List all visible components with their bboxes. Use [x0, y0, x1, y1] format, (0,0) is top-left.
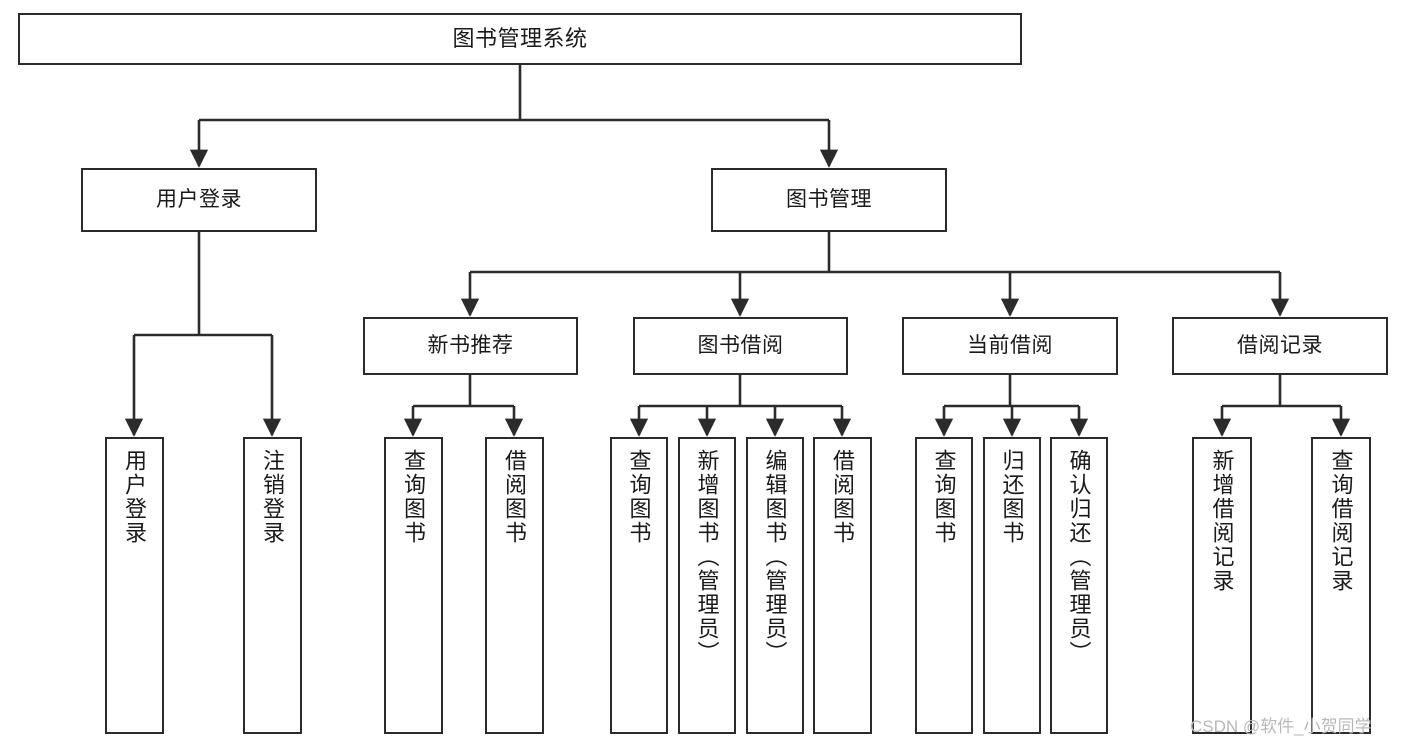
node-book-borrow[interactable]: 图书借阅	[633, 317, 848, 375]
node-root-system[interactable]: 图书管理系统	[18, 13, 1022, 65]
leaf-book-borrow-0-label: 查询图书	[626, 449, 652, 545]
node-user-login-label: 用户登录	[156, 187, 242, 211]
node-root-system-label: 图书管理系统	[452, 26, 588, 52]
leaf-new-book-recommend-0-label: 查询图书	[401, 449, 427, 545]
leaf-borrow-record-1[interactable]: 查询借阅记录	[1311, 437, 1371, 734]
node-borrow-record-label: 借阅记录	[1237, 333, 1323, 357]
node-book-manage-label: 图书管理	[786, 187, 872, 211]
node-borrow-record[interactable]: 借阅记录	[1172, 317, 1388, 375]
leaf-new-book-recommend-1[interactable]: 借阅图书	[485, 437, 544, 734]
leaf-current-borrow-1-label: 归还图书	[999, 449, 1025, 545]
node-user-login[interactable]: 用户登录	[81, 168, 317, 232]
node-book-manage[interactable]: 图书管理	[711, 168, 947, 232]
leaf-borrow-record-0[interactable]: 新增借阅记录	[1192, 437, 1252, 734]
leaf-book-borrow-2[interactable]: 编辑图书（管理员）	[746, 437, 804, 734]
leaf-book-borrow-0[interactable]: 查询图书	[610, 437, 668, 734]
leaf-current-borrow-2-label: 确认归还（管理员）	[1066, 449, 1092, 665]
leaf-current-borrow-2[interactable]: 确认归还（管理员）	[1050, 437, 1108, 734]
leaf-current-borrow-0-label: 查询图书	[931, 449, 957, 545]
leaf-current-borrow-0[interactable]: 查询图书	[915, 437, 973, 734]
leaf-user-login-0-label: 用户登录	[122, 449, 148, 545]
leaf-book-borrow-1[interactable]: 新增图书（管理员）	[678, 437, 736, 734]
leaf-book-borrow-3-label: 借阅图书	[830, 449, 856, 545]
leaf-user-login-0[interactable]: 用户登录	[105, 437, 164, 734]
leaf-new-book-recommend-1-label: 借阅图书	[502, 449, 528, 545]
leaf-book-borrow-2-label: 编辑图书（管理员）	[762, 449, 788, 665]
node-current-borrow[interactable]: 当前借阅	[902, 317, 1118, 375]
csdn-watermark: CSDN @软件_小贺同学	[1190, 717, 1372, 736]
node-new-book-recommend-label: 新书推荐	[427, 333, 514, 357]
leaf-book-borrow-3[interactable]: 借阅图书	[813, 437, 872, 734]
node-current-borrow-label: 当前借阅	[967, 333, 1053, 357]
leaf-current-borrow-1[interactable]: 归还图书	[983, 437, 1041, 734]
node-new-book-recommend[interactable]: 新书推荐	[363, 317, 578, 375]
node-book-borrow-label: 图书借阅	[697, 333, 784, 357]
leaf-new-book-recommend-0[interactable]: 查询图书	[384, 437, 443, 734]
leaf-user-login-1-label: 注销登录	[260, 449, 286, 545]
leaf-book-borrow-1-label: 新增图书（管理员）	[694, 449, 720, 665]
leaf-user-login-1[interactable]: 注销登录	[243, 437, 302, 734]
leaf-borrow-record-0-label: 新增借阅记录	[1209, 449, 1235, 593]
leaf-borrow-record-1-label: 查询借阅记录	[1328, 449, 1354, 593]
